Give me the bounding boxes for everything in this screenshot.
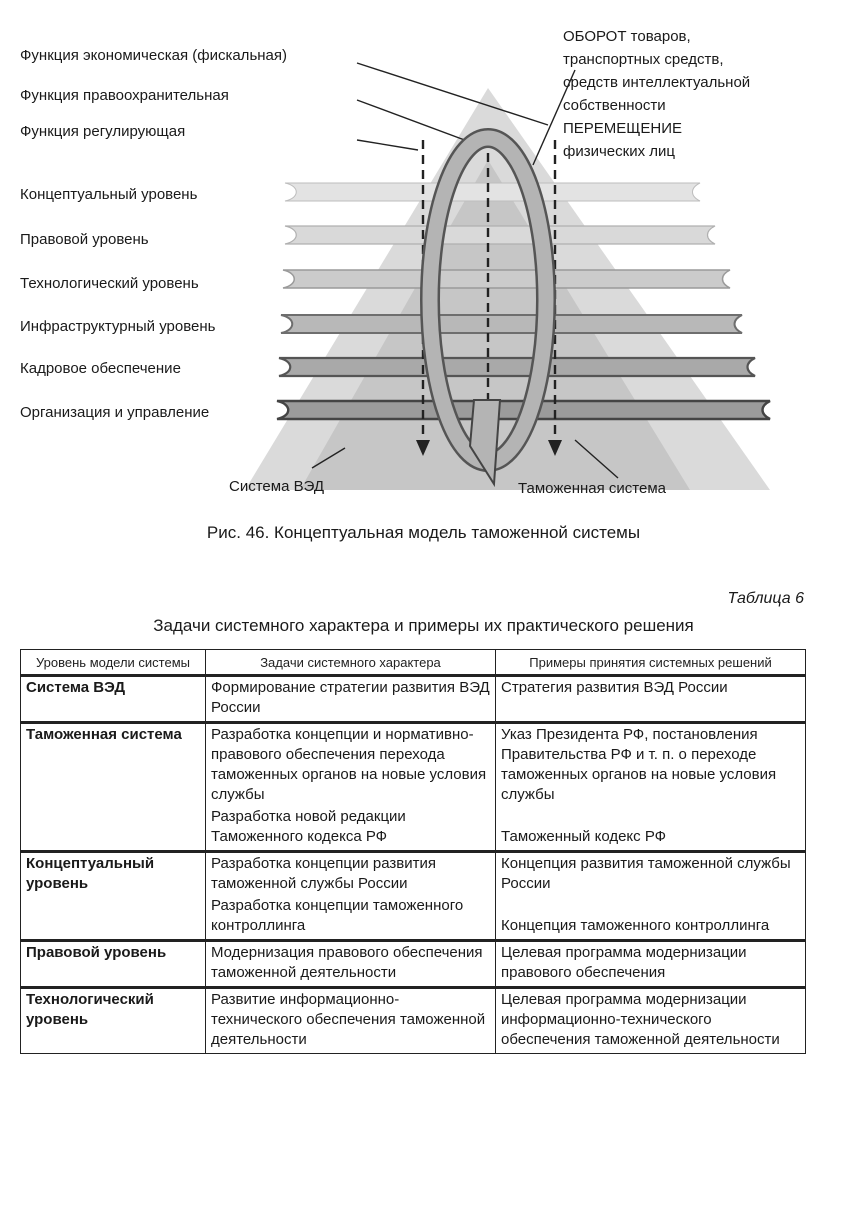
examples-cell: Концепция развития таможенной службы Рос… xyxy=(496,852,806,941)
task-item: Развитие информационно-технического обес… xyxy=(211,990,490,1050)
tasks-cell: Модернизация правового обеспечения тамож… xyxy=(206,941,496,988)
band-infrastructure xyxy=(281,315,742,333)
task-item: Формирование стратегии развития ВЭД Росс… xyxy=(211,678,490,718)
level-cell: Таможенная система xyxy=(21,723,206,852)
task-item: Разработка новой редакции Таможенного ко… xyxy=(211,807,490,847)
task-item: Разработка концепции таможенного контрол… xyxy=(211,896,490,936)
tasks-cell: Развитие информационно-технического обес… xyxy=(206,988,496,1054)
flow-note-line: средств интеллектуальной xyxy=(563,74,750,91)
flow-note-line: ОБОРОТ товаров, xyxy=(563,28,691,45)
flow-note-line: собственности xyxy=(563,97,666,114)
level-label: Инфраструктурный уровень xyxy=(20,318,215,335)
band-technological xyxy=(283,270,730,288)
flow-note-line: физических лиц xyxy=(563,143,675,160)
examples-cell: Целевая программа модернизации правового… xyxy=(496,941,806,988)
level-cell: Правовой уровень xyxy=(21,941,206,988)
example-item: Концепция развития таможенной службы Рос… xyxy=(501,854,800,894)
tasks-cell: Разработка концепции и нормативно-правов… xyxy=(206,723,496,852)
example-item: Таможенный кодекс РФ xyxy=(501,827,800,847)
customs-system-label: Таможенная система xyxy=(518,480,666,497)
level-label: Функция регулирующая xyxy=(20,123,185,140)
example-item: Стратегия развития ВЭД России xyxy=(501,678,800,698)
tasks-table: Уровень модели системы Задачи системного… xyxy=(20,649,806,1054)
table-title: Задачи системного характера и примеры их… xyxy=(0,616,847,636)
flow-note-line: транспортных средств, xyxy=(563,51,724,68)
task-item: Модернизация правового обеспечения тамож… xyxy=(211,943,490,983)
example-item: Целевая программа модернизации информаци… xyxy=(501,990,800,1050)
figure-conceptual-model: Функция экономическая (фискальная) Функци… xyxy=(0,0,847,510)
header-examples: Примеры принятия системных решений xyxy=(496,650,806,676)
level-cell: Технологический уровень xyxy=(21,988,206,1054)
level-cell: Концептуальный уровень xyxy=(21,852,206,941)
example-item: Указ Президента РФ, постановления Правит… xyxy=(501,725,800,805)
example-item: Целевая программа модернизации правового… xyxy=(501,943,800,983)
task-item: Разработка концепции развития таможенной… xyxy=(211,854,490,894)
level-label: Функция экономическая (фискальная) xyxy=(20,47,287,64)
table-header-row: Уровень модели системы Задачи системного… xyxy=(21,650,806,676)
table-number: Таблица 6 xyxy=(728,590,804,608)
tasks-cell: Формирование стратегии развития ВЭД Росс… xyxy=(206,676,496,723)
band-conceptual xyxy=(285,183,700,201)
level-label: Правовой уровень xyxy=(20,231,149,248)
level-label: Технологический уровень xyxy=(20,275,199,292)
tasks-cell: Разработка концепции развития таможенной… xyxy=(206,852,496,941)
flow-note-line: ПЕРЕМЕЩЕНИЕ xyxy=(563,120,682,137)
band-personnel xyxy=(279,358,755,376)
level-label: Концептуальный уровень xyxy=(20,186,197,203)
examples-cell: Стратегия развития ВЭД России xyxy=(496,676,806,723)
level-label: Организация и управление xyxy=(20,404,209,421)
header-tasks: Задачи системного характера xyxy=(206,650,496,676)
task-item: Разработка концепции и нормативно-правов… xyxy=(211,725,490,805)
header-level: Уровень модели системы xyxy=(21,650,206,676)
examples-cell: Указ Президента РФ, постановления Правит… xyxy=(496,723,806,852)
ved-system-label: Система ВЭД xyxy=(229,478,324,495)
band-legal xyxy=(285,226,715,244)
figure-caption: Рис. 46. Концептуальная модель таможенно… xyxy=(0,523,847,543)
examples-cell: Целевая программа модернизации информаци… xyxy=(496,988,806,1054)
level-label: Кадровое обеспечение xyxy=(20,360,181,377)
example-item: Концепция таможенного контроллинга xyxy=(501,916,800,936)
level-label: Функция правоохранительная xyxy=(20,87,229,104)
level-cell: Система ВЭД xyxy=(21,676,206,723)
